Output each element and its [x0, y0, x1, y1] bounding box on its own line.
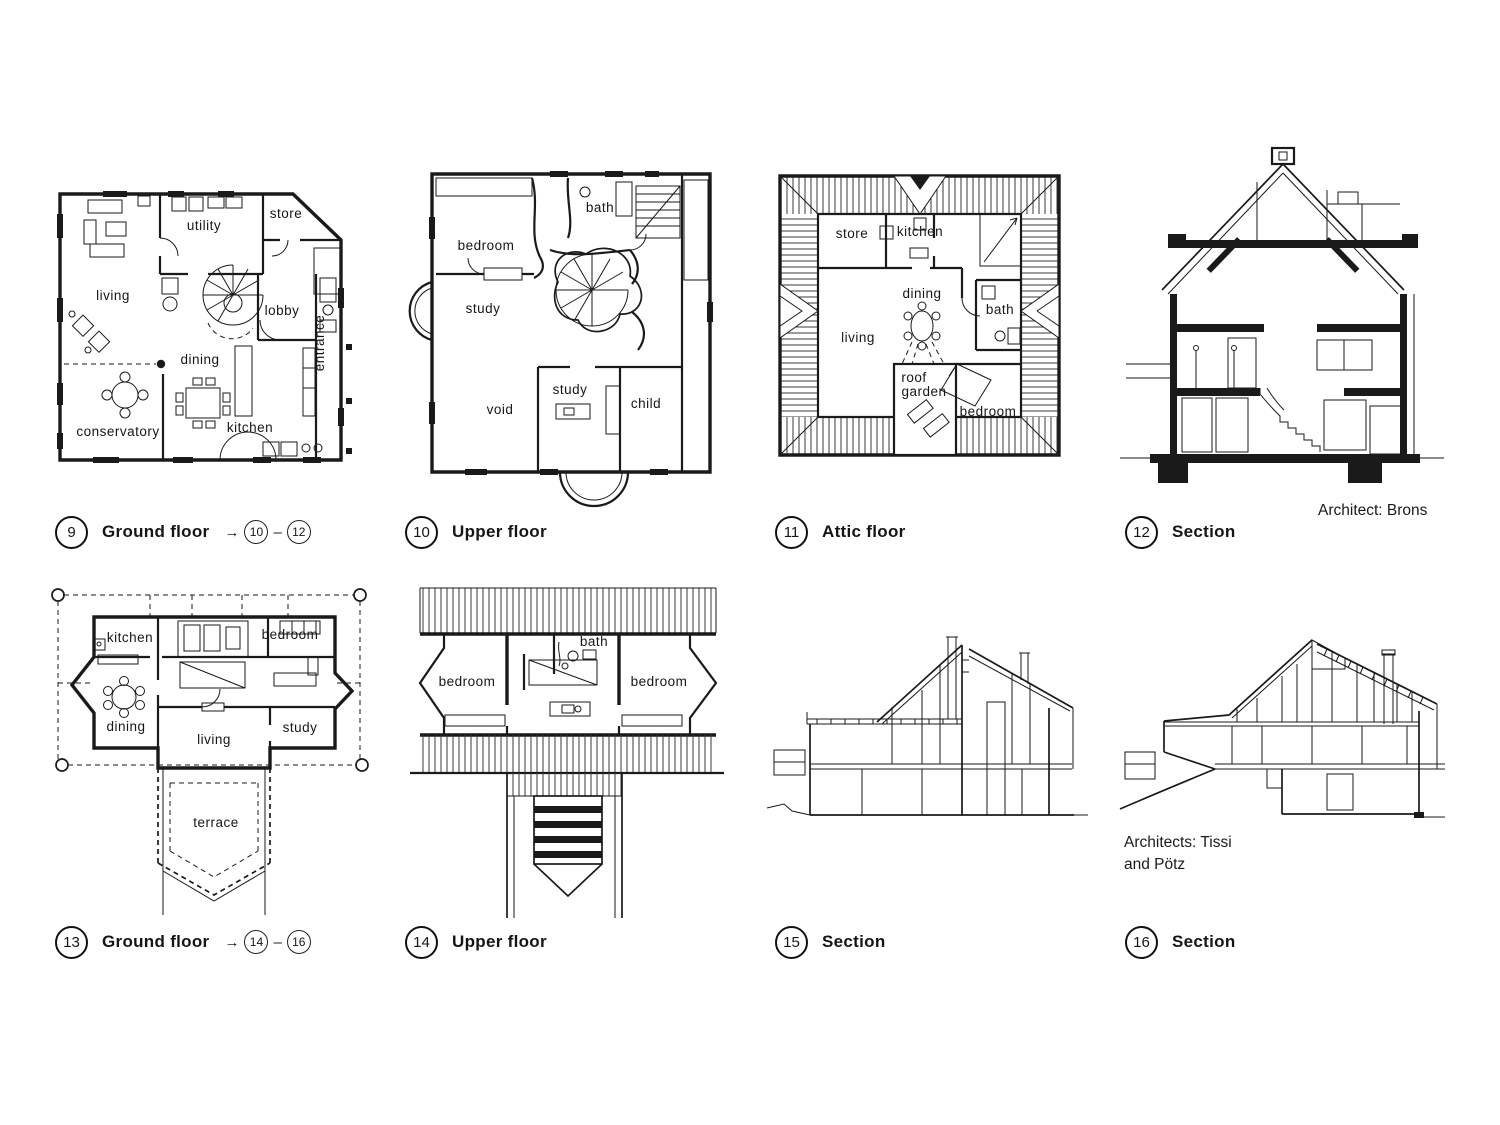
- caption-fig13: 13 Ground floor → 14 – 16: [55, 925, 311, 959]
- room-label-child: child: [631, 396, 661, 411]
- room-label-bedroom: bedroom: [458, 238, 515, 253]
- figure-caption-text: Upper floor: [452, 932, 547, 951]
- caption-fig15: 15 Section: [775, 925, 886, 959]
- room-label-bath: bath: [586, 200, 614, 215]
- room-label-lobby: lobby: [265, 303, 300, 318]
- figure-caption-refs: → 14 – 16: [219, 930, 311, 954]
- figure-number-badge: 12: [1125, 515, 1158, 549]
- figure-caption-text: Upper floor: [452, 522, 547, 541]
- room-label-conservatory: conservatory: [76, 424, 159, 439]
- room-label-dining: dining: [902, 286, 941, 301]
- room-label-bedroom-left: bedroom: [439, 674, 496, 689]
- credit-line-1: Architects: Tissi: [1124, 834, 1232, 851]
- caption-fig16: 16 Section: [1125, 925, 1236, 959]
- figure-number-badge: 15: [775, 925, 808, 959]
- plan-11-drawing: store kitchen dining living bath roof ga…: [778, 174, 1061, 457]
- figure-number-badge: 9: [55, 515, 88, 549]
- section-16-drawing: [1112, 612, 1452, 837]
- section-12-svg: [1120, 146, 1444, 483]
- figure-number-badge: 14: [405, 925, 438, 959]
- figure-caption-text: Ground floor: [102, 522, 210, 541]
- figure-number-badge: 16: [1125, 925, 1158, 959]
- dash-glyph: –: [273, 523, 282, 541]
- room-label-bedroom-right: bedroom: [631, 674, 688, 689]
- room-label-kitchen: kitchen: [107, 630, 153, 645]
- architect-credit-tissi-potz: Architects: Tissi and Pötz: [1124, 832, 1232, 877]
- figure-number-badge: 13: [55, 925, 88, 959]
- caption-fig10: 10 Upper floor: [405, 515, 547, 549]
- plan-13-ground-floor: kitchen bedroom dining living study terr…: [42, 585, 372, 915]
- plan-9-ground-floor: living utility store lobby entrance dini…: [48, 178, 353, 468]
- figure-caption-refs: → 10 – 12: [219, 520, 311, 544]
- figure-number-badge: 11: [775, 515, 808, 549]
- figure-ref-badge: 16: [286, 930, 311, 954]
- plan-13-drawing: kitchen bedroom dining living study terr…: [51, 588, 369, 915]
- arrow-glyph: →: [224, 933, 240, 951]
- figure-caption-text: Attic floor: [822, 522, 906, 541]
- room-label-store: store: [270, 206, 303, 221]
- caption-fig12: 12 Section: [1125, 515, 1236, 549]
- plan-9-drawing: living utility store lobby entrance dini…: [57, 191, 352, 463]
- figure-number-badge: 10: [405, 515, 438, 549]
- caption-fig11: 11 Attic floor: [775, 515, 906, 549]
- room-label-roof: roof: [901, 370, 926, 385]
- room-label-void: void: [487, 402, 514, 417]
- room-label-living: living: [841, 330, 875, 345]
- room-label-bath: bath: [580, 634, 608, 649]
- figure-caption-text: Section: [1172, 932, 1236, 951]
- plan-14-drawing: bedroom bath bedroom: [410, 587, 724, 918]
- caption-fig9: 9 Ground floor → 10 – 12: [55, 515, 311, 549]
- architect-credit-brons: Architect: Brons: [1318, 502, 1428, 519]
- figure-ref-badge: 14: [244, 930, 269, 954]
- room-label-living: living: [197, 732, 231, 747]
- figure-caption-text: Ground floor: [102, 932, 210, 951]
- room-label-kitchen: kitchen: [227, 420, 273, 435]
- figure-ref-badge: 12: [286, 520, 311, 544]
- room-label-entrance: entrance: [312, 315, 327, 372]
- room-label-store: store: [836, 226, 869, 241]
- section-15-drawing: [762, 612, 1092, 848]
- section-12-drawing: [1112, 142, 1452, 494]
- room-label-utility: utility: [187, 218, 221, 233]
- room-label-terrace: terrace: [193, 815, 239, 830]
- figure-caption-text: Section: [822, 932, 886, 951]
- room-label-bedroom: bedroom: [960, 404, 1017, 419]
- room-label-study: study: [283, 720, 318, 735]
- plan-11-attic-floor: store kitchen dining living bath roof ga…: [772, 168, 1067, 463]
- credit-line-2: and Pötz: [1124, 856, 1186, 874]
- room-label-kitchen: kitchen: [897, 224, 943, 239]
- room-label-study-bottom: study: [553, 382, 588, 397]
- room-label-dining: dining: [180, 352, 219, 367]
- plan-10-upper-floor: bedroom bath study study void child: [408, 162, 725, 508]
- room-label-garden: garden: [901, 384, 946, 399]
- plan-10-drawing: bedroom bath study study void child: [408, 171, 713, 508]
- dash-glyph: –: [273, 933, 282, 951]
- room-label-bath: bath: [986, 302, 1014, 317]
- caption-fig14: 14 Upper floor: [405, 925, 547, 959]
- figure-caption-text: Section: [1172, 522, 1236, 541]
- plan-14-upper-floor: bedroom bath bedroom: [402, 578, 732, 918]
- room-label-living: living: [96, 288, 130, 303]
- figure-ref-badge: 10: [244, 520, 269, 544]
- section-15-svg: [766, 636, 1088, 816]
- section-16-svg: [1119, 639, 1445, 818]
- room-label-bedroom: bedroom: [262, 627, 319, 642]
- arrow-glyph: →: [224, 523, 240, 541]
- room-label-dining: dining: [106, 719, 145, 734]
- room-label-study-left: study: [466, 301, 501, 316]
